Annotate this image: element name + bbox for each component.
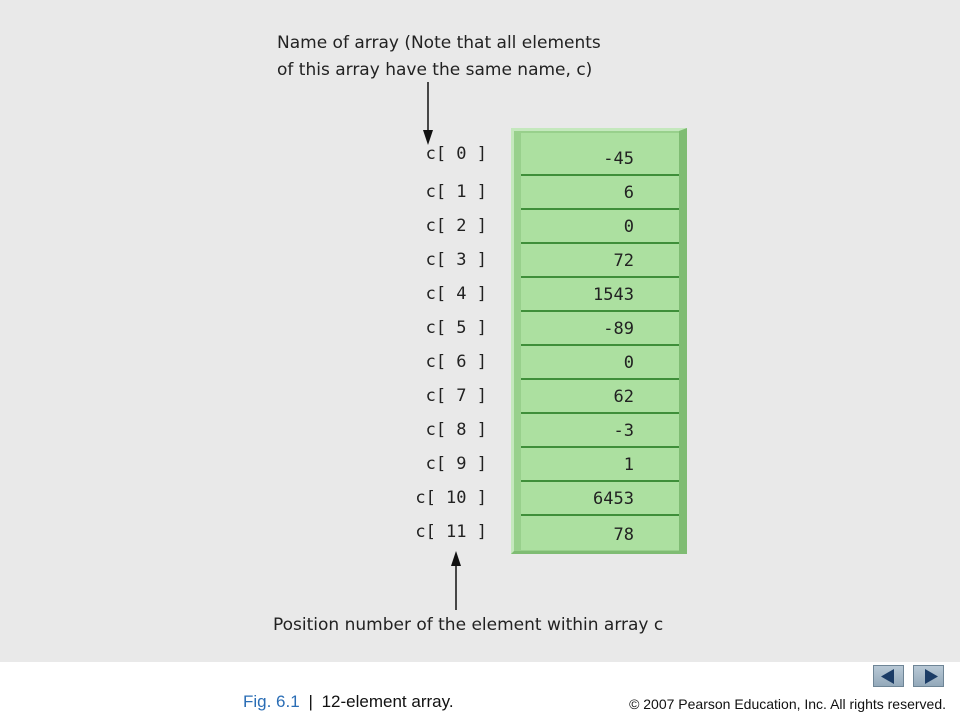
array-cell-value: 1 bbox=[623, 455, 634, 475]
diagram-area: Name of array (Note that all elements of… bbox=[0, 0, 960, 662]
array-cell: 62 bbox=[521, 380, 679, 414]
array-cell-value: 78 bbox=[613, 525, 634, 545]
array-cell-value: 62 bbox=[613, 387, 634, 407]
slide-footer: Fig. 6.1 | 12-element array. © 2007 Pear… bbox=[0, 662, 960, 720]
array-index-label: c[ 8 ] bbox=[425, 420, 487, 440]
array-index-label: c[ 3 ] bbox=[425, 250, 487, 270]
next-slide-button[interactable] bbox=[913, 665, 944, 687]
array-index-label: c[ 7 ] bbox=[425, 386, 487, 406]
caption-separator: | bbox=[308, 692, 313, 711]
down-arrow-icon bbox=[423, 82, 433, 145]
left-triangle-icon bbox=[881, 669, 894, 684]
array-cell-value: -45 bbox=[603, 149, 634, 169]
array-cell: 1 bbox=[521, 448, 679, 482]
array-cell: 6 bbox=[521, 176, 679, 210]
array-index-label: c[ 5 ] bbox=[425, 318, 487, 338]
array-name-caption-line2: of this array have the same name, c) bbox=[277, 60, 593, 80]
array-cell: 6453 bbox=[521, 482, 679, 516]
array-cell-value: 1543 bbox=[593, 285, 634, 305]
array-cell-value: -89 bbox=[603, 319, 634, 339]
position-number-caption: Position number of the element within ar… bbox=[273, 615, 664, 635]
array-index-label: c[ 4 ] bbox=[425, 284, 487, 304]
array-cell: -45 bbox=[521, 133, 679, 176]
array-index-label: c[ 2 ] bbox=[425, 216, 487, 236]
array-index-label: c[ 11 ] bbox=[415, 522, 487, 542]
previous-slide-button[interactable] bbox=[873, 665, 904, 687]
array-cell: 1543 bbox=[521, 278, 679, 312]
array-index-label: c[ 10 ] bbox=[415, 488, 487, 508]
array-name-caption-line1: Name of array (Note that all elements bbox=[277, 33, 601, 53]
array-cell-value: 6453 bbox=[593, 489, 634, 509]
figure-caption: Fig. 6.1 | 12-element array. bbox=[243, 692, 454, 712]
array-index-label: c[ 1 ] bbox=[425, 182, 487, 202]
array-cell-value: 72 bbox=[613, 251, 634, 271]
array-index-label: c[ 0 ] bbox=[425, 143, 487, 164]
array-cell: -3 bbox=[521, 414, 679, 448]
array-cell-value: 6 bbox=[623, 183, 634, 203]
array-cell: 78 bbox=[521, 516, 679, 550]
copyright-notice: © 2007 Pearson Education, Inc. All right… bbox=[629, 696, 946, 712]
figure-title: 12-element array. bbox=[321, 692, 454, 711]
array-box: -45 6 0 72 1543 -89 0 62 -3 1 6453 78 bbox=[511, 128, 687, 554]
array-cell-value: -3 bbox=[613, 421, 634, 441]
array-cell: 72 bbox=[521, 244, 679, 278]
array-name-caption: Name of array (Note that all elements of… bbox=[277, 30, 601, 84]
array-cell-value: 0 bbox=[623, 353, 634, 373]
array-cell-value: 0 bbox=[623, 217, 634, 237]
right-triangle-icon bbox=[925, 669, 938, 684]
array-cell: -89 bbox=[521, 312, 679, 346]
up-arrow-icon bbox=[451, 551, 461, 610]
figure-number: Fig. 6.1 bbox=[243, 692, 300, 711]
array-index-label: c[ 6 ] bbox=[425, 352, 487, 372]
array-index-label: c[ 9 ] bbox=[425, 454, 487, 474]
array-cell: 0 bbox=[521, 210, 679, 244]
array-cell: 0 bbox=[521, 346, 679, 380]
